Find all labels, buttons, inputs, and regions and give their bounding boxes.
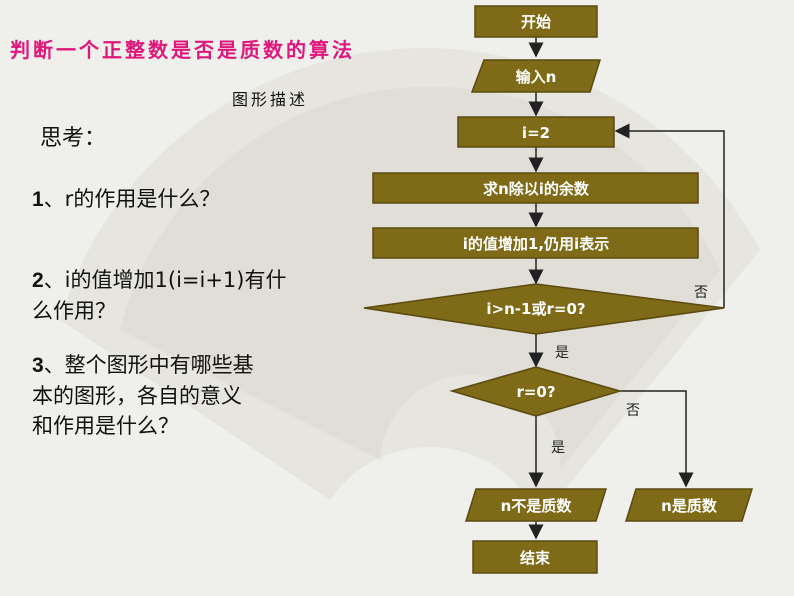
remainder-box: 求n除以i的余数 — [372, 172, 699, 204]
question-number: 2 — [32, 269, 44, 292]
output-not-prime-label: n不是质数 — [501, 497, 573, 515]
branch-label-no-1: 否 — [694, 285, 708, 301]
remainder-label: 求n除以i的余数 — [483, 180, 590, 198]
end-label: 结束 — [520, 549, 551, 567]
question-number: 3 — [32, 354, 44, 377]
end-box: 结束 — [472, 540, 598, 574]
condition-1-diamond: i>n-1或r=0? — [363, 283, 725, 335]
output-prime-box: n是质数 — [624, 488, 754, 522]
branch-label-no-2: 否 — [626, 403, 640, 419]
init-label: i=2 — [522, 124, 550, 142]
question-1: 1、r的作用是什么？ — [32, 184, 262, 215]
question-number: 1 — [32, 188, 44, 211]
question-3: 3、整个图形中有哪些基本的图形，各自的意义和作用是什么？ — [32, 350, 262, 441]
input-label: 输入n — [516, 68, 557, 86]
think-label: 思考： — [40, 126, 107, 151]
increment-label: i的值增加1,仍用i表示 — [463, 235, 609, 253]
question-text: 、r的作用是什么？ — [43, 187, 221, 211]
question-text: 、i的值增加1(i=i+1)有什么作用？ — [32, 268, 287, 323]
flow-connectors — [528, 37, 725, 540]
increment-box: i的值增加1,仍用i表示 — [372, 227, 699, 259]
output-prime-label: n是质数 — [661, 497, 718, 515]
branch-label-yes-1: 是 — [555, 345, 569, 361]
page-title: 判断一个正整数是否是质数的算法 — [10, 38, 355, 62]
input-box: 输入n — [470, 59, 602, 93]
question-text: 、整个图形中有哪些基本的图形，各自的意义和作用是什么？ — [32, 353, 254, 438]
page-subtitle: 图形描述 — [232, 90, 309, 109]
condition-2-diamond: r=0? — [449, 366, 623, 417]
condition-1-label: i>n-1或r=0? — [486, 300, 585, 318]
start-box: 开始 — [474, 5, 598, 38]
condition-2-label: r=0? — [516, 383, 555, 401]
output-not-prime-box: n不是质数 — [464, 488, 608, 522]
question-2: 2、i的值增加1(i=i+1)有什么作用？ — [32, 265, 292, 326]
init-box: i=2 — [457, 116, 615, 148]
branch-label-yes-2: 是 — [551, 440, 565, 456]
start-label: 开始 — [521, 13, 551, 31]
